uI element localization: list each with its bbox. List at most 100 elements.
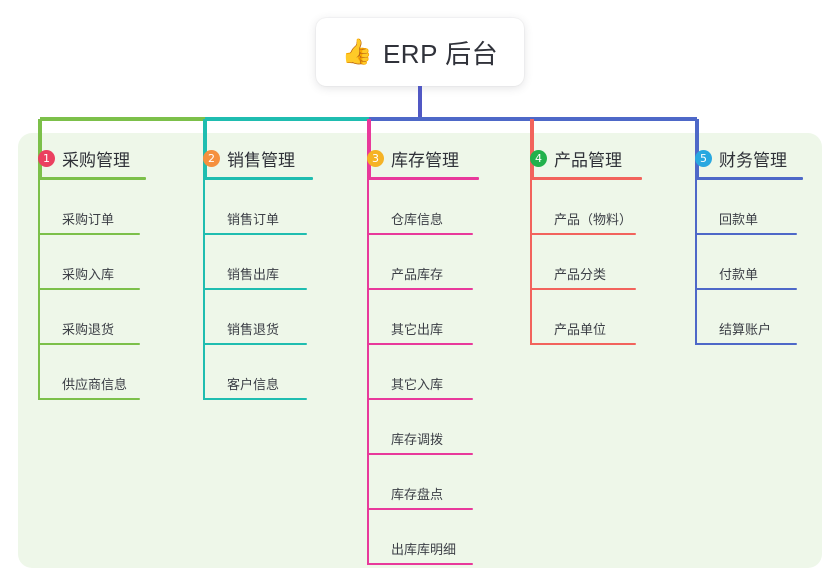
leaf-label: 产品库存: [391, 267, 444, 282]
leaf-connector: [203, 290, 205, 345]
leaf-connector: [367, 180, 369, 235]
branch-column-3: 3 库存管理仓库信息产品库存其它出库其它入库库存调拨库存盘点出库库明细: [367, 145, 479, 565]
leaf-item[interactable]: 回款单: [695, 180, 803, 235]
leaf-label: 采购入库: [62, 267, 115, 282]
leaf-connector: [367, 345, 369, 400]
branch-column-4: 4 产品管理产品（物料） 产品分类产品单位: [530, 145, 642, 345]
leaf-item[interactable]: 出库库明细: [367, 510, 479, 565]
branch-title-2: 销售管理: [227, 150, 295, 170]
leaf-connector: [695, 180, 697, 235]
leaf-connector: [38, 180, 40, 235]
leaf-item[interactable]: 销售退货: [203, 290, 313, 345]
leaf-label: 产品分类: [554, 267, 607, 282]
leaf-item[interactable]: 采购订单: [38, 180, 146, 235]
leaf-connector: [203, 180, 205, 235]
leaf-item[interactable]: 产品（物料）: [530, 180, 642, 235]
leaf-connector: [203, 345, 205, 400]
leaf-underline: [695, 233, 797, 235]
leaf-underline: [367, 508, 473, 510]
leaf-item[interactable]: 产品分类: [530, 235, 642, 290]
branch-header-2[interactable]: 2 销售管理: [203, 145, 313, 171]
leaf-label: 结算账户: [719, 322, 772, 337]
branch-header-4[interactable]: 4 产品管理: [530, 145, 642, 171]
leaf-underline: [695, 288, 797, 290]
leaf-underline: [367, 288, 473, 290]
leaf-connector: [367, 510, 369, 565]
leaf-underline: [38, 343, 140, 345]
leaf-underline: [38, 288, 140, 290]
leaf-item[interactable]: 销售出库: [203, 235, 313, 290]
leaf-underline: [367, 398, 473, 400]
leaf-label: 销售退货: [227, 322, 280, 337]
leaf-label: 其它入库: [391, 377, 444, 392]
leaf-label: 付款单: [719, 267, 759, 282]
leaf-connector: [367, 235, 369, 290]
leaf-item[interactable]: 付款单: [695, 235, 803, 290]
branch-badge-1: 1: [38, 149, 55, 167]
branch-badge-2: 2: [203, 149, 220, 167]
branch-title-4: 产品管理: [554, 150, 622, 170]
leaf-label: 供应商信息: [62, 377, 128, 392]
leaf-connector: [38, 235, 40, 290]
branch-underline-5: [695, 177, 803, 180]
leaf-item[interactable]: 库存盘点: [367, 455, 479, 510]
leaf-connector: [203, 235, 205, 290]
leaf-label: 库存调拨: [391, 432, 444, 447]
leaf-label: 仓库信息: [391, 212, 444, 227]
leaf-item[interactable]: 采购入库: [38, 235, 146, 290]
leaf-underline: [38, 398, 140, 400]
leaf-item[interactable]: 销售订单: [203, 180, 313, 235]
branch-underline-2: [203, 177, 313, 180]
leaf-item[interactable]: 采购退货: [38, 290, 146, 345]
thumbs-up-icon: 👍: [341, 37, 373, 66]
leaf-item[interactable]: 结算账户: [695, 290, 803, 345]
leaf-connector: [530, 180, 532, 235]
leaf-connector: [367, 290, 369, 345]
branch-badge-3: 3: [367, 149, 384, 167]
root-title: ERP 后台: [382, 38, 499, 69]
leaf-connector: [530, 235, 532, 290]
leaf-connector: [367, 400, 369, 455]
leaf-underline: [367, 563, 473, 565]
leaf-connector: [695, 290, 697, 345]
branch-underline-3: [367, 177, 479, 180]
leaf-underline: [367, 343, 473, 345]
leaf-item[interactable]: 其它入库: [367, 345, 479, 400]
leaf-item[interactable]: 其它出库: [367, 290, 479, 345]
branch-column-2: 2 销售管理销售订单销售出库销售退货客户信息: [203, 145, 313, 400]
leaf-item[interactable]: 产品单位: [530, 290, 642, 345]
leaf-label: 库存盘点: [391, 487, 444, 502]
branch-title-3: 库存管理: [391, 150, 459, 170]
branch-badge-4: 4: [530, 149, 547, 167]
leaf-underline: [203, 343, 307, 345]
leaf-label: 产品（物料）: [554, 212, 633, 227]
leaf-underline: [203, 233, 307, 235]
leaf-item[interactable]: 客户信息: [203, 345, 313, 400]
leaf-label: 产品单位: [554, 322, 607, 337]
branch-header-3[interactable]: 3 库存管理: [367, 145, 479, 171]
leaf-underline: [530, 343, 636, 345]
leaf-item[interactable]: 产品库存: [367, 235, 479, 290]
branch-underline-4: [530, 177, 642, 180]
leaf-item[interactable]: 供应商信息: [38, 345, 146, 400]
leaf-label: 出库库明细: [391, 542, 457, 557]
leaf-connector: [367, 455, 369, 510]
leaf-connector: [530, 290, 532, 345]
leaf-underline: [695, 343, 797, 345]
leaf-connector: [38, 290, 40, 345]
leaf-item[interactable]: 仓库信息: [367, 180, 479, 235]
leaf-connector: [695, 235, 697, 290]
leaf-underline: [367, 453, 473, 455]
leaf-underline: [530, 233, 636, 235]
leaf-label: 回款单: [719, 212, 759, 227]
leaf-item[interactable]: 库存调拨: [367, 400, 479, 455]
leaf-underline: [367, 233, 473, 235]
leaf-underline: [530, 288, 636, 290]
root-node[interactable]: 👍 ERP 后台: [316, 18, 524, 86]
leaf-label: 采购订单: [62, 212, 115, 227]
leaf-underline: [38, 233, 140, 235]
